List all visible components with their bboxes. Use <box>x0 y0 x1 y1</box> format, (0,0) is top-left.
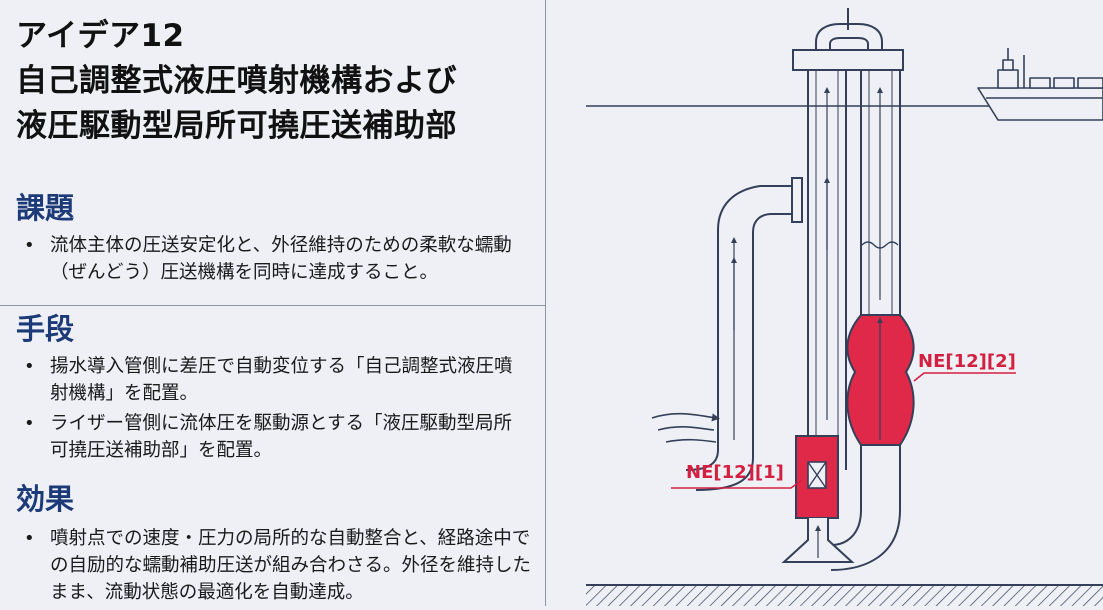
title-line-3: 液圧駆動型局所可撓圧送補助部 <box>16 108 457 144</box>
effect-list: • 噴射点での速度・圧力の局所的な自動整合と、経路途中での自励的な蠕動補助圧送が組… <box>20 525 544 609</box>
wellhead-cap <box>792 49 904 71</box>
diagram-panel: NE[12][1] NE[12][2] <box>546 0 1103 606</box>
intake-flange <box>791 177 803 223</box>
bullet-text: 揚水導入管側に差圧で自動変位する「自己調整式液圧噴射機構」を配置。 <box>50 356 513 404</box>
top-u-bend <box>815 23 883 50</box>
intake-flow-lines <box>651 412 720 443</box>
problem-list: • 流体主体の圧送安定化と、外径維持のための柔軟な蠕動（ぜんどう）圧送機構を同時に… <box>20 232 538 289</box>
list-item: • 流体主体の圧送安定化と、外径維持のための柔軟な蠕動（ぜんどう）圧送機構を同時に… <box>20 232 538 286</box>
section-heading-effect: 効果 <box>16 482 75 516</box>
title-line-1: アイデア12 <box>16 18 185 54</box>
ship-icon <box>977 48 1103 121</box>
seabed-hatch <box>586 586 1103 606</box>
label-leader-2 <box>913 372 1016 382</box>
section-heading-problem: 課題 <box>16 191 75 225</box>
bullet-icon: • <box>24 235 35 256</box>
page-title: アイデア12 自己調整式液圧噴射機構および 液圧駆動型局所可撓圧送補助部 <box>16 14 457 149</box>
section-heading-means: 手段 <box>16 312 75 346</box>
bullet-text: ライザー管側に流体圧を駆動源とする「液圧駆動型局所可撓圧送補助部」を配置。 <box>50 413 512 461</box>
main-casing <box>807 70 847 470</box>
title-line-2: 自己調整式液圧噴射機構および <box>16 63 457 99</box>
bullet-icon: • <box>24 413 35 434</box>
text-panel: アイデア12 自己調整式液圧噴射機構および 液圧駆動型局所可撓圧送補助部 課題 … <box>0 0 545 606</box>
means-list: • 揚水導入管側に差圧で自動変位する「自己調整式液圧噴射機構」を配置。 • ライザー… <box>20 353 530 467</box>
horizontal-divider <box>0 305 545 306</box>
bullet-text: 噴射点での速度・圧力の局所的な自動整合と、経路途中での自励的な蠕動補助圧送が組み… <box>50 528 532 603</box>
label-ne-12-2: NE[12][2] <box>918 351 1016 372</box>
label-leader-1 <box>671 479 803 489</box>
vertical-divider <box>545 0 546 606</box>
pump-system-diagram: NE[12][1] NE[12][2] <box>586 8 1103 606</box>
label-ne-12-1: NE[12][1] <box>686 462 784 483</box>
intake-pipe <box>685 185 792 491</box>
list-item: • 噴射点での速度・圧力の局所的な自動整合と、経路途中での自励的な蠕動補助圧送が組… <box>20 525 544 606</box>
bullet-icon: • <box>24 356 35 377</box>
bullet-text: 流体主体の圧送安定化と、外径維持のための柔軟な蠕動（ぜんどう）圧送機構を同時に達… <box>50 235 512 283</box>
bullet-icon: • <box>24 528 35 549</box>
list-item: • 揚水導入管側に差圧で自動変位する「自己調整式液圧噴射機構」を配置。 <box>20 353 530 407</box>
riser-pipe <box>830 70 901 571</box>
list-item: • ライザー管側に流体圧を駆動源とする「液圧駆動型局所可撓圧送補助部」を配置。 <box>20 410 530 464</box>
